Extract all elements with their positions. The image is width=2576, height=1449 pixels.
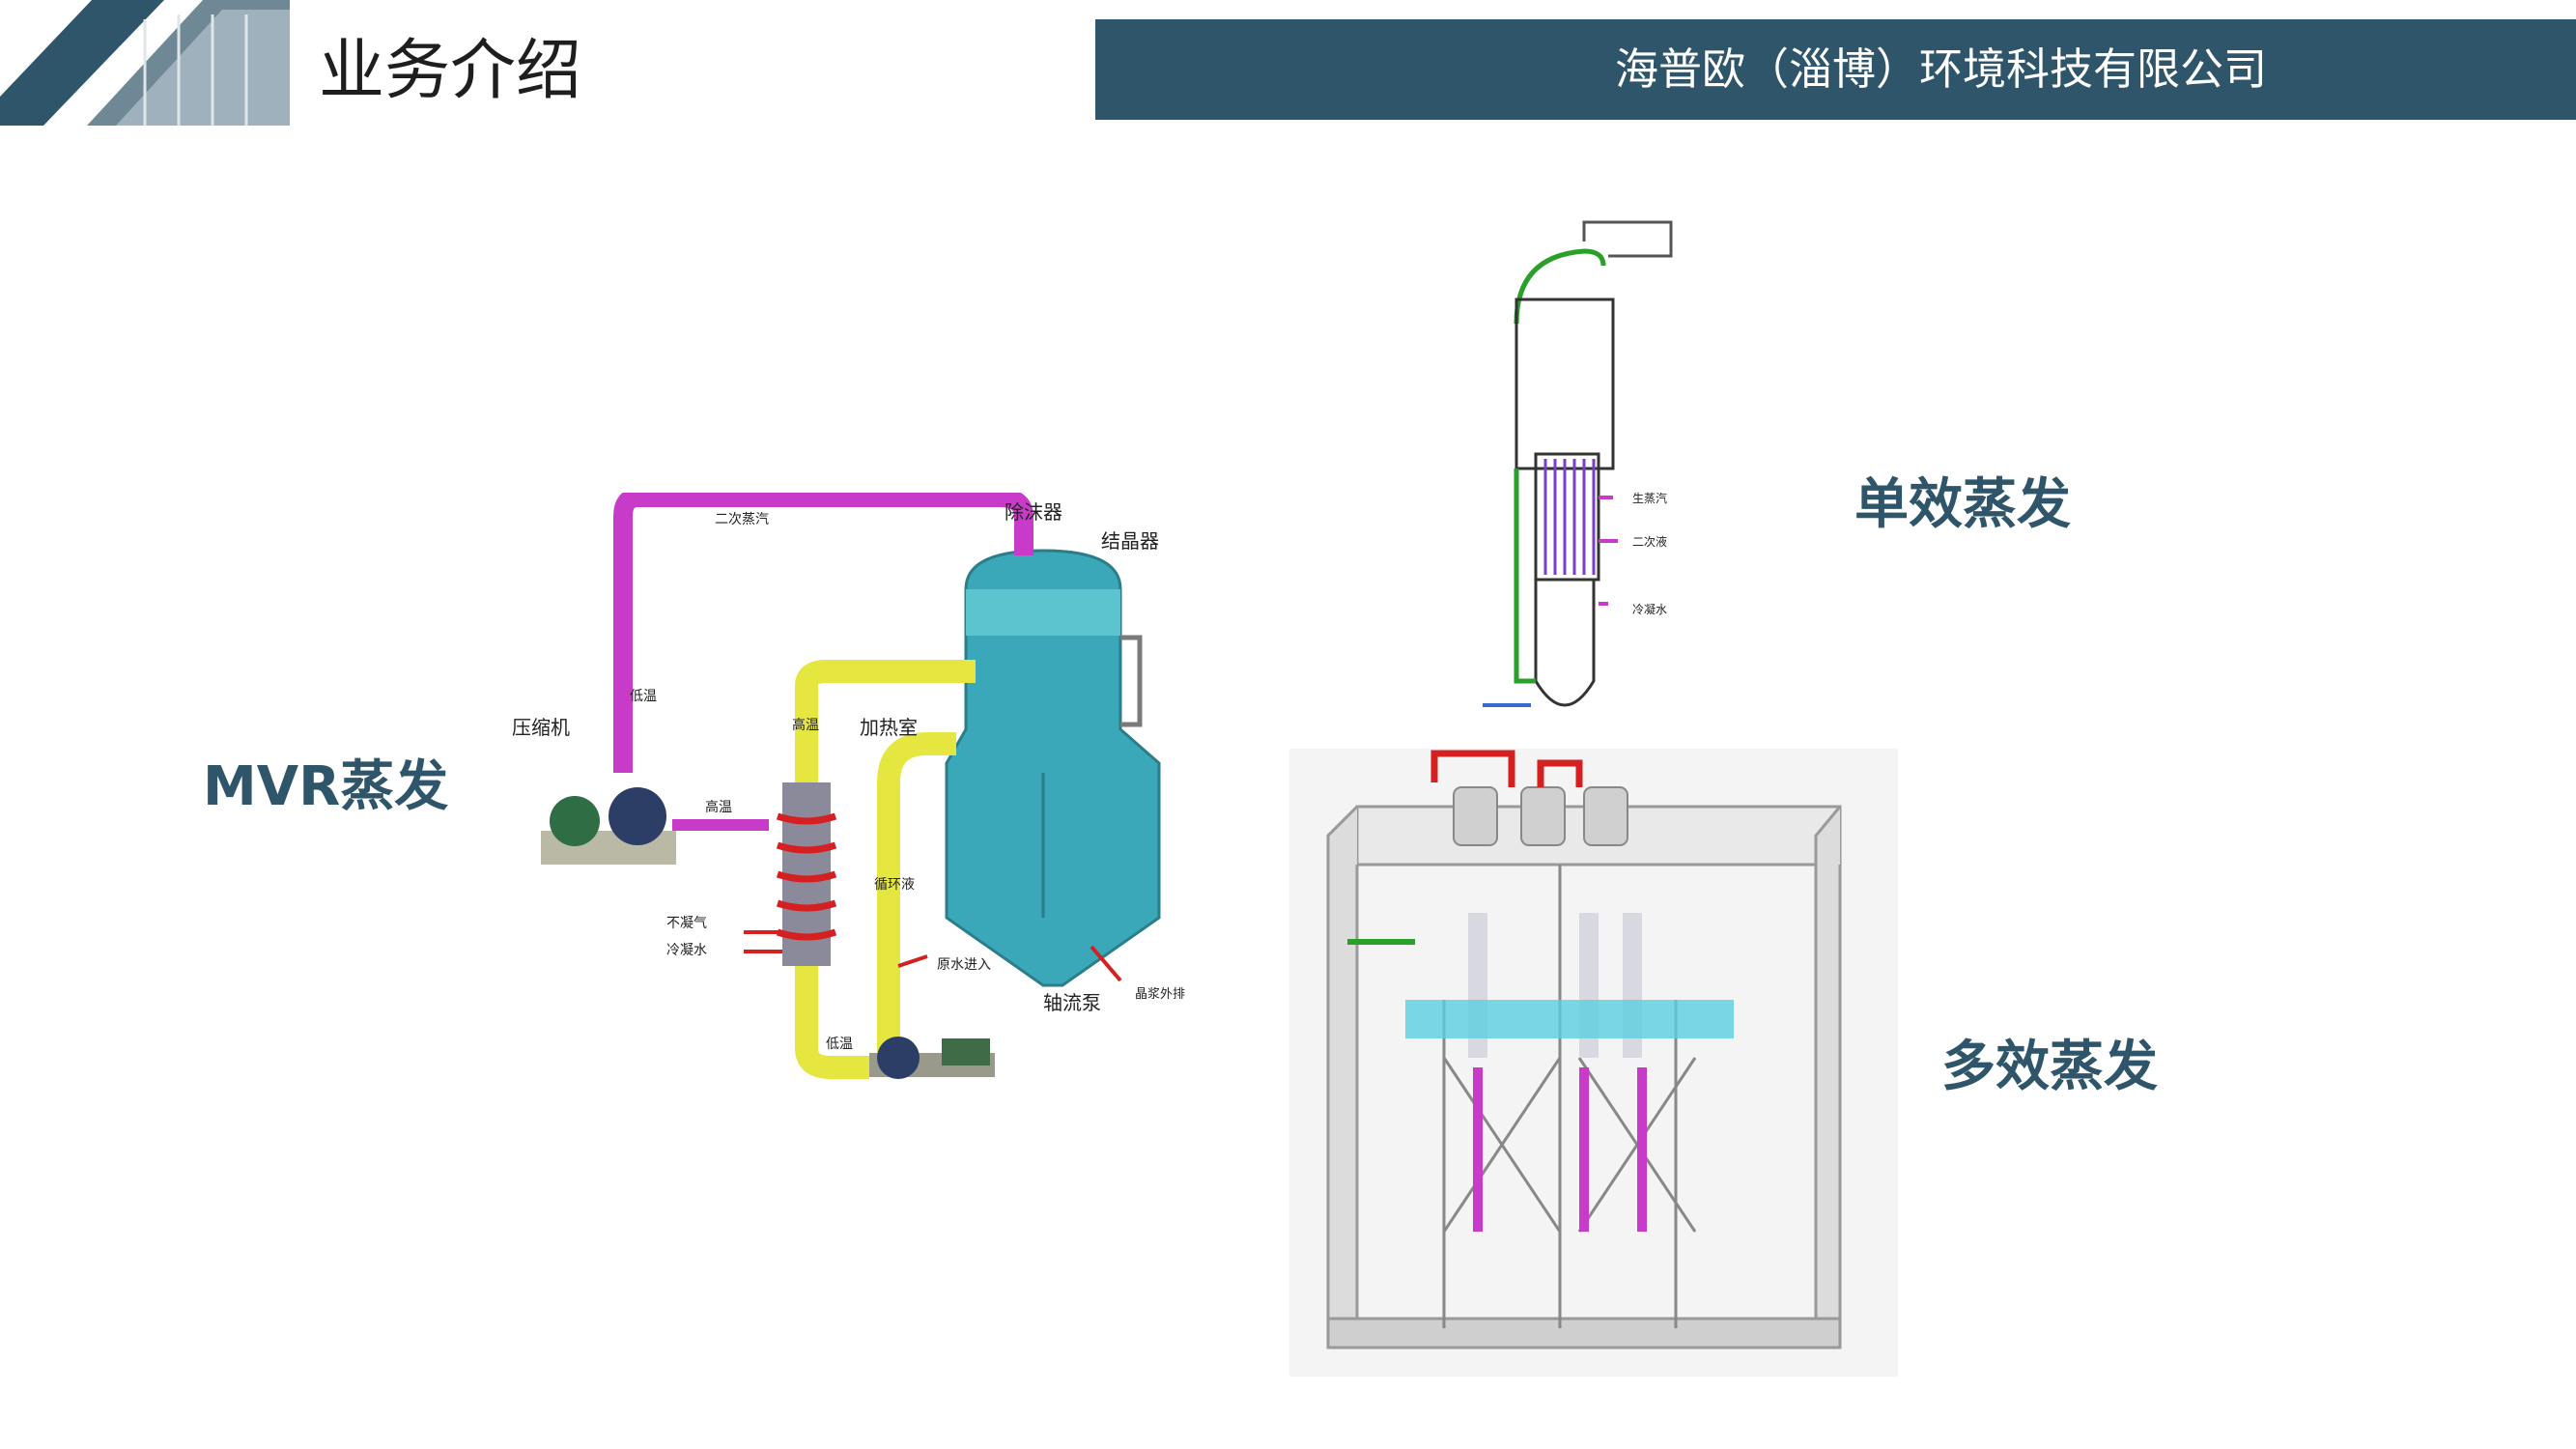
condensate-text-single: 冷凝水 <box>1632 602 1667 616</box>
demister-text: 除沫器 <box>1005 500 1062 524</box>
non-condensable-text: 不凝气 <box>666 916 707 931</box>
multi-effect-label: 多效蒸发 <box>1941 1036 2158 1098</box>
secondary-liquid-text: 二次液 <box>1632 534 1667 549</box>
raw-water-text: 原水进入 <box>937 957 991 973</box>
compressor-text: 压缩机 <box>512 716 570 739</box>
company-banner: 海普欧（淄博）环境科技有限公司 <box>1095 19 2576 120</box>
single-effect-label: 单效蒸发 <box>1854 473 2071 536</box>
circulating-text: 循环液 <box>874 877 915 893</box>
high-temp-text: 高温 <box>705 799 732 815</box>
crystallizer-text: 结晶器 <box>1101 529 1159 553</box>
condensate-text: 冷凝水 <box>666 943 707 958</box>
page-title: 业务介绍 <box>319 33 582 109</box>
mvr-label: MVR蒸发 <box>203 755 449 818</box>
heating-chamber-text: 加热室 <box>860 716 918 739</box>
multi-effect-diagram <box>1289 749 1898 1377</box>
header-graphic <box>0 0 309 130</box>
company-name: 海普欧（淄博）环境科技有限公司 <box>1614 43 2267 95</box>
low-temp-text: 低温 <box>630 689 657 704</box>
steam-text: 生蒸汽 <box>1632 491 1667 505</box>
low-temp-text-2: 低温 <box>826 1037 853 1052</box>
secondary-steam-text: 二次蒸汽 <box>715 512 769 527</box>
high-temp-text-2: 高温 <box>792 717 819 733</box>
slurry-out-text: 晶浆外排 <box>1135 987 1185 1002</box>
single-effect-diagram: 生蒸汽 二次液 冷凝水 <box>1439 208 1748 749</box>
mvr-diagram: 除沫器 结晶器 压缩机 加热室 二次蒸汽 低温 高温 高温 循环液 不凝气 冷凝… <box>502 488 1236 1092</box>
axial-pump-text: 轴流泵 <box>1043 991 1101 1014</box>
